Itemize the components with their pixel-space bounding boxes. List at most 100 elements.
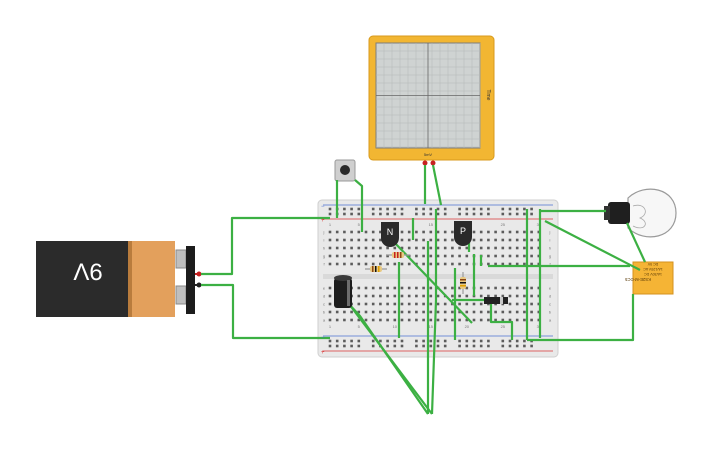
breadboard-hole[interactable] <box>436 294 440 298</box>
breadboard-hole[interactable] <box>335 230 339 234</box>
breadboard-hole[interactable] <box>415 286 418 290</box>
breadboard-hole[interactable] <box>465 246 469 250</box>
wire-capacitor-diagonal[interactable] <box>342 295 433 415</box>
breadboard-hole[interactable] <box>357 318 361 322</box>
oscilloscope-probe-black[interactable] <box>430 160 436 166</box>
wire-button-right[interactable] <box>354 179 364 232</box>
breadboard-hole[interactable] <box>530 254 533 258</box>
wire-scope-probe-2[interactable] <box>431 164 443 206</box>
breadboard-hole[interactable] <box>487 318 490 322</box>
breadboard-hole[interactable] <box>508 262 512 266</box>
diode[interactable] <box>484 297 508 304</box>
breadboard-hole[interactable] <box>371 294 375 298</box>
breadboard-hole[interactable] <box>501 207 505 211</box>
breadboard-hole[interactable] <box>436 302 440 306</box>
breadboard-hole[interactable] <box>479 207 483 211</box>
breadboard-hole[interactable] <box>400 344 404 348</box>
breadboard-hole[interactable] <box>465 318 469 322</box>
breadboard-hole[interactable] <box>429 286 433 290</box>
wire-battery-negative[interactable] <box>201 283 330 340</box>
breadboard-hole[interactable] <box>479 286 483 290</box>
breadboard-hole[interactable] <box>501 262 505 266</box>
breadboard-hole[interactable] <box>443 318 447 322</box>
breadboard-hole[interactable] <box>379 207 382 211</box>
breadboard-hole[interactable] <box>530 246 533 250</box>
breadboard-hole[interactable] <box>508 302 512 306</box>
wire-vertical-8[interactable] <box>489 300 514 340</box>
breadboard-hole[interactable] <box>508 238 512 242</box>
breadboard-hole[interactable] <box>436 262 440 266</box>
breadboard-hole[interactable] <box>443 310 447 314</box>
breadboard-hole[interactable] <box>407 230 411 234</box>
breadboard-hole[interactable] <box>515 238 519 242</box>
breadboard-hole[interactable] <box>357 286 361 290</box>
breadboard-hole[interactable] <box>386 310 389 314</box>
breadboard-hole[interactable] <box>422 230 425 234</box>
breadboard-hole[interactable] <box>487 339 490 343</box>
breadboard-hole[interactable] <box>530 294 533 298</box>
breadboard-hole[interactable] <box>400 286 404 290</box>
breadboard-hole[interactable] <box>328 302 332 306</box>
breadboard-hole[interactable] <box>415 238 418 242</box>
breadboard-hole[interactable] <box>501 238 505 242</box>
breadboard-hole[interactable] <box>357 310 361 314</box>
breadboard-hole[interactable] <box>328 262 332 266</box>
breadboard-hole[interactable] <box>400 294 404 298</box>
breadboard-hole[interactable] <box>357 207 361 211</box>
breadboard-hole[interactable] <box>335 246 339 250</box>
breadboard-hole[interactable] <box>422 246 425 250</box>
breadboard-hole[interactable] <box>371 246 375 250</box>
breadboard-hole[interactable] <box>443 207 447 211</box>
breadboard-hole[interactable] <box>465 286 469 290</box>
breadboard-hole[interactable] <box>436 246 440 250</box>
breadboard-hole[interactable] <box>328 254 332 258</box>
breadboard-hole[interactable] <box>371 254 375 258</box>
breadboard-hole[interactable] <box>523 294 526 298</box>
breadboard-hole[interactable] <box>343 344 346 348</box>
breadboard-hole[interactable] <box>472 230 476 234</box>
breadboard-hole[interactable] <box>487 254 490 258</box>
breadboard-hole[interactable] <box>458 310 461 314</box>
breadboard-hole[interactable] <box>458 339 461 343</box>
breadboard-hole[interactable] <box>393 286 397 290</box>
breadboard-hole[interactable] <box>350 238 353 242</box>
breadboard-hole[interactable] <box>386 318 389 322</box>
breadboard-hole[interactable] <box>415 254 418 258</box>
breadboard-hole[interactable] <box>364 318 368 322</box>
breadboard-hole[interactable] <box>515 294 519 298</box>
breadboard-hole[interactable] <box>451 254 454 258</box>
light-bulb[interactable] <box>604 188 677 238</box>
breadboard-hole[interactable] <box>400 339 404 343</box>
breadboard-hole[interactable] <box>429 207 433 211</box>
breadboard-hole[interactable] <box>515 310 519 314</box>
breadboard-hole[interactable] <box>429 310 433 314</box>
breadboard-hole[interactable] <box>422 254 425 258</box>
breadboard-hole[interactable] <box>494 262 497 266</box>
breadboard-hole[interactable] <box>393 339 397 343</box>
breadboard-hole[interactable] <box>501 230 505 234</box>
breadboard-hole[interactable] <box>472 344 476 348</box>
breadboard-hole[interactable] <box>400 212 404 216</box>
breadboard-hole[interactable] <box>328 310 332 314</box>
breadboard-hole[interactable] <box>371 212 375 216</box>
breadboard-hole[interactable] <box>350 339 353 343</box>
wire-battery-positive[interactable] <box>201 216 330 276</box>
breadboard-hole[interactable] <box>537 254 541 258</box>
breadboard-hole[interactable] <box>458 294 461 298</box>
breadboard-hole[interactable] <box>443 230 447 234</box>
breadboard-hole[interactable] <box>487 246 490 250</box>
breadboard-hole[interactable] <box>343 318 346 322</box>
breadboard-hole[interactable] <box>350 344 353 348</box>
breadboard-hole[interactable] <box>415 230 418 234</box>
breadboard-hole[interactable] <box>415 212 418 216</box>
breadboard-hole[interactable] <box>436 344 440 348</box>
breadboard-hole[interactable] <box>422 286 425 290</box>
breadboard-hole[interactable] <box>501 294 505 298</box>
breadboard-hole[interactable] <box>350 230 353 234</box>
breadboard-hole[interactable] <box>479 246 483 250</box>
breadboard-hole[interactable] <box>371 318 375 322</box>
breadboard-hole[interactable] <box>501 286 505 290</box>
resistor-1[interactable] <box>365 266 387 272</box>
breadboard-hole[interactable] <box>364 246 368 250</box>
breadboard-hole[interactable] <box>515 262 519 266</box>
